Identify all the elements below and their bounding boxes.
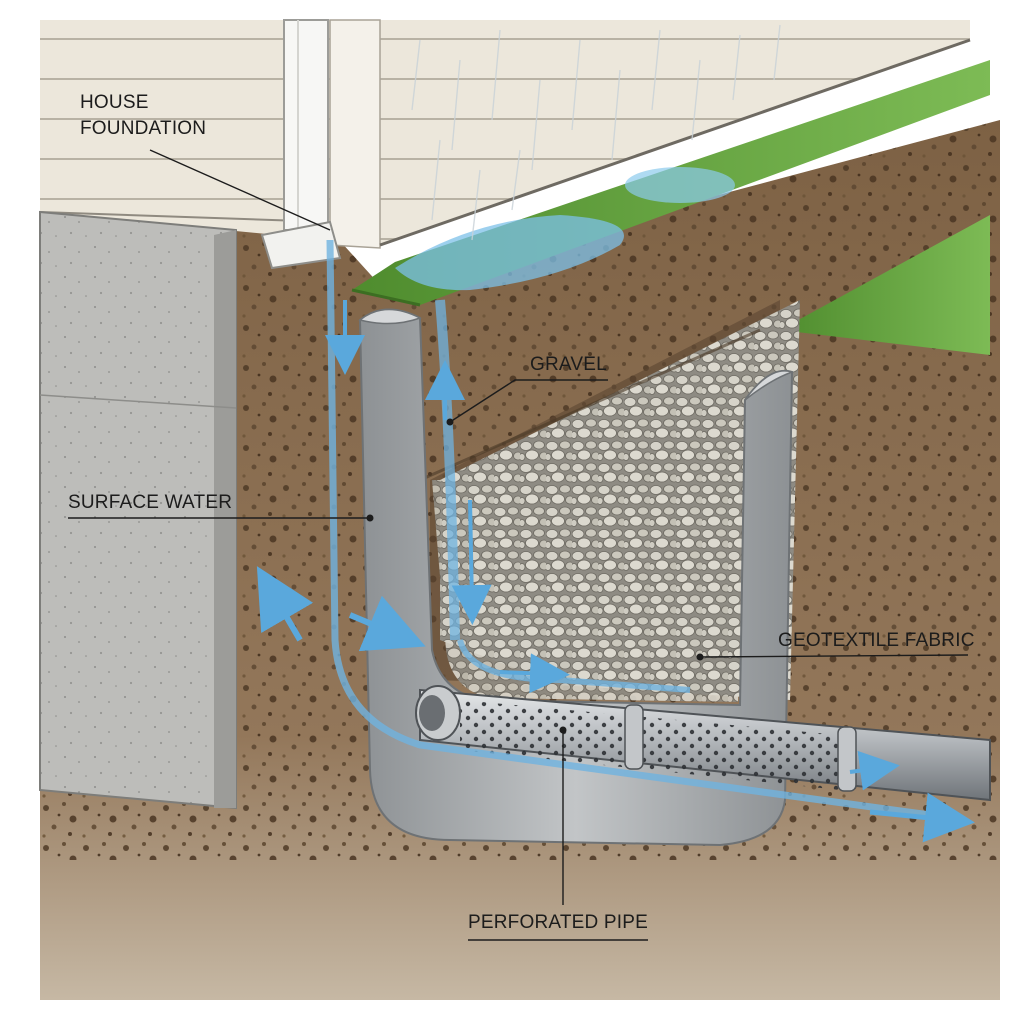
foundation-wall	[39, 210, 237, 810]
house-siding	[39, 19, 971, 249]
label-gravel: GRAVEL	[530, 354, 607, 375]
downspout	[260, 19, 342, 270]
rain	[411, 24, 781, 241]
label-perforated-pipe: PERFORATED PIPE	[468, 912, 649, 933]
leader-lines	[68, 149, 969, 941]
surface-puddle	[395, 215, 624, 291]
perforated-pipe	[415, 685, 991, 802]
label-surface-water: SURFACE WATER	[68, 492, 233, 513]
water-flow	[256, 24, 975, 843]
label-geotextile-fabric: GEOTEXTILE FABRIC	[778, 630, 975, 651]
label-house-foundation: HOUSE FOUNDATION	[80, 92, 207, 139]
